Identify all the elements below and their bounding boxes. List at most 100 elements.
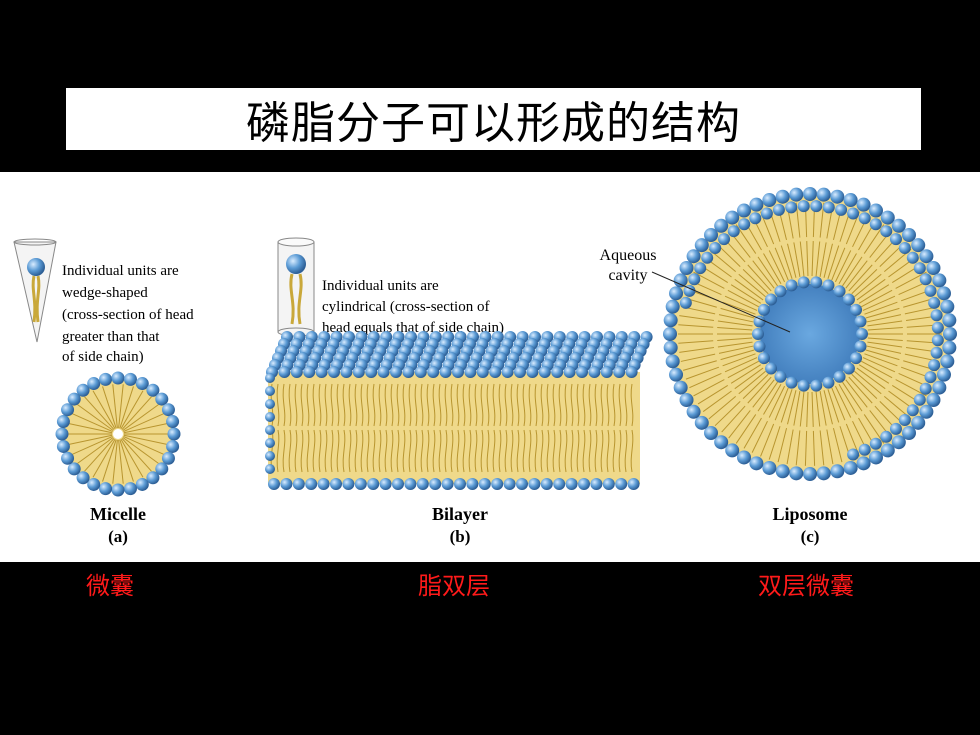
head-group: [911, 415, 926, 430]
head-group: [757, 352, 770, 365]
head-group: [803, 187, 817, 201]
head-group: [919, 249, 934, 264]
head-group: [663, 327, 677, 341]
slide-title: 磷脂分子可以形成的结构: [246, 98, 741, 149]
head-group: [280, 478, 293, 490]
head-group: [161, 403, 175, 417]
head-group: [898, 413, 911, 426]
head-group: [340, 366, 353, 378]
head-group: [576, 366, 588, 378]
head-group: [725, 210, 740, 225]
liposome-diagram: [663, 187, 957, 481]
head-group: [926, 392, 941, 407]
head-group: [913, 393, 926, 406]
head-group: [602, 478, 615, 490]
head-group: [775, 189, 790, 204]
head-group: [932, 273, 947, 288]
head-group: [775, 464, 790, 479]
head-group: [578, 478, 590, 490]
head-group: [315, 366, 328, 378]
head-group: [789, 187, 804, 202]
head-group: [880, 210, 895, 225]
head-group: [55, 427, 69, 441]
cylinder-unit-icon: [277, 237, 315, 337]
head-group: [553, 478, 566, 490]
head-group: [694, 415, 709, 430]
head-group: [880, 443, 895, 458]
head-group: [491, 478, 504, 490]
head-group: [869, 218, 882, 231]
head-group: [931, 334, 944, 347]
head-group: [919, 273, 932, 286]
head-group: [265, 451, 275, 461]
micelle-note-line: greater than that: [62, 329, 160, 345]
wedge-unit-icon: [13, 238, 57, 343]
head-group: [789, 466, 804, 481]
head-group: [810, 379, 823, 392]
head-group: [843, 460, 858, 475]
head-group: [416, 478, 429, 490]
head-group: [476, 366, 489, 378]
head-group: [268, 478, 280, 490]
head-group: [452, 366, 464, 378]
head-group: [330, 478, 342, 490]
head-group: [822, 376, 835, 389]
head-group: [688, 273, 701, 286]
callout-leader-line: [651, 271, 791, 333]
head-group: [753, 315, 766, 328]
callout-line: Aqueous: [600, 247, 657, 264]
head-group: [913, 262, 926, 275]
head-group: [842, 362, 855, 375]
head-group: [765, 362, 778, 375]
head-group: [516, 478, 528, 490]
head-group: [290, 366, 303, 378]
head-group: [797, 276, 810, 289]
head-group: [265, 412, 275, 422]
head-group: [454, 478, 466, 490]
head-group: [265, 425, 275, 435]
head-group: [292, 478, 305, 490]
head-group: [414, 366, 427, 378]
head-group: [402, 366, 415, 378]
head-group: [613, 366, 626, 378]
head-group: [694, 262, 707, 275]
head-group: [111, 371, 125, 385]
head-group: [663, 340, 678, 355]
head-group: [551, 366, 564, 378]
head-group: [61, 403, 75, 417]
head-group: [830, 189, 845, 204]
bilayer-diagram: [265, 331, 653, 490]
caption-bilayer-cn: 脂双层: [418, 572, 490, 600]
head-group: [615, 478, 628, 490]
head-group: [847, 448, 860, 461]
head-group: [850, 352, 863, 365]
figure-panel: Individual units are wedge-shaped (cross…: [0, 172, 980, 562]
head-group: [563, 366, 576, 378]
head-group: [816, 466, 831, 481]
head-group: [501, 366, 514, 378]
head-group: [342, 478, 355, 490]
bilayer-note-line: Individual units are: [322, 278, 439, 294]
head-group: [816, 187, 831, 202]
head-group: [123, 372, 137, 386]
head-group: [704, 425, 719, 440]
head-group: [830, 464, 845, 479]
head-group: [940, 354, 955, 369]
head-group: [858, 212, 871, 225]
head-group: [727, 225, 740, 238]
head-group: [868, 450, 883, 465]
callout-line: cavity: [608, 267, 647, 284]
head-group: [627, 478, 640, 490]
head-group: [679, 296, 692, 309]
head-group: [737, 203, 752, 218]
head-group: [856, 328, 868, 340]
head-group: [265, 386, 275, 396]
head-group: [772, 203, 785, 216]
head-group: [880, 225, 893, 238]
head-group: [762, 460, 777, 475]
head-group: [749, 197, 764, 212]
head-group: [392, 478, 404, 490]
micelle-note-line: (cross-section of head: [62, 307, 194, 323]
head-group: [61, 451, 75, 465]
bilayer-label: Bilayer: [432, 504, 488, 524]
